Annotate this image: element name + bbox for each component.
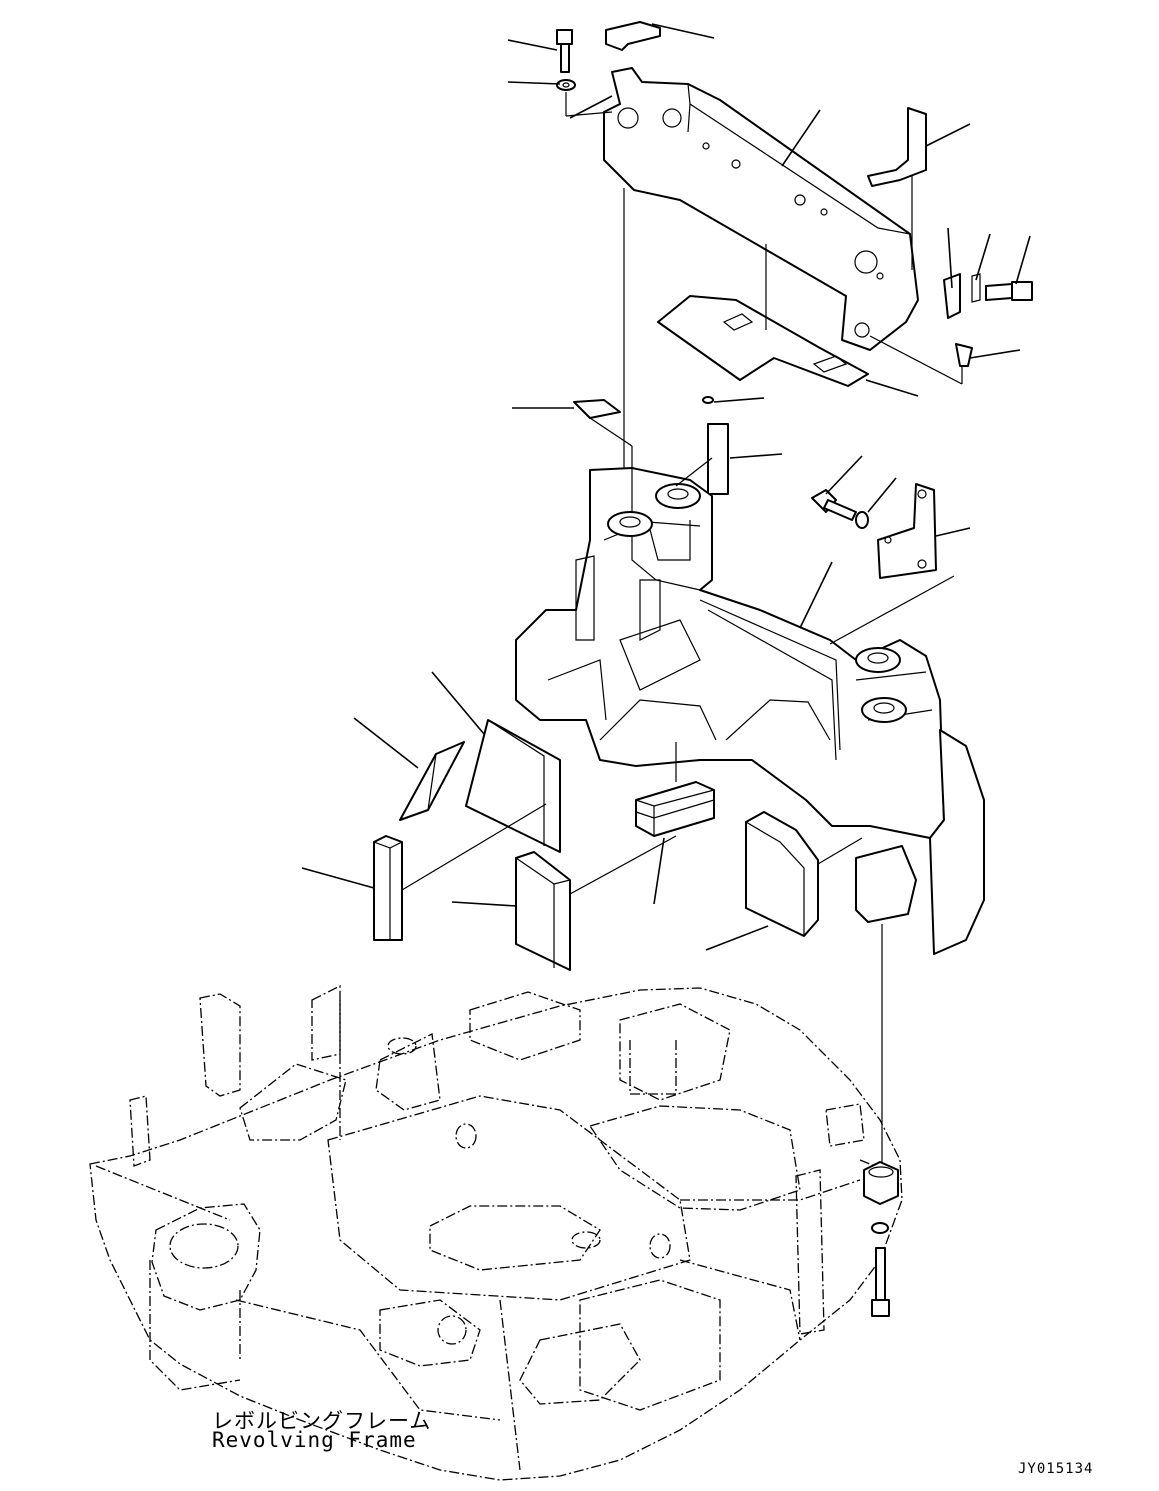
upper-bracket-plate <box>603 67 919 351</box>
revolving-frame-outline <box>89 984 903 1481</box>
bolt-top <box>556 29 576 91</box>
pad-tall-left <box>373 835 403 941</box>
side-bracket-hardware <box>943 273 1033 367</box>
bracket-block <box>605 21 661 51</box>
bolt-bottom <box>871 1222 890 1317</box>
frame-label-english: Revolving Frame <box>212 1428 417 1452</box>
lower-block <box>855 845 917 923</box>
drawing-code: JY015134 <box>1018 1461 1094 1477</box>
cover-sheet <box>657 295 869 404</box>
isolator-mounts <box>607 483 907 723</box>
pad-slanted <box>399 741 465 821</box>
pad-small <box>573 399 621 419</box>
bolt-right <box>811 489 869 529</box>
frame-label-japanese: レボルビングフレーム <box>212 1409 432 1433</box>
pad-vertical <box>707 423 729 495</box>
pad-rect-bottom <box>515 851 571 971</box>
angle-stay <box>867 107 927 187</box>
main-frame-casting <box>515 467 945 839</box>
pad-block-center <box>635 781 715 837</box>
rear-cover <box>929 729 985 955</box>
pad-large <box>465 719 561 853</box>
pad-notched <box>745 811 819 937</box>
frame-mount-boss <box>863 1161 899 1205</box>
leader-lines <box>301 23 1031 1168</box>
bracket-plate-right <box>877 483 937 579</box>
